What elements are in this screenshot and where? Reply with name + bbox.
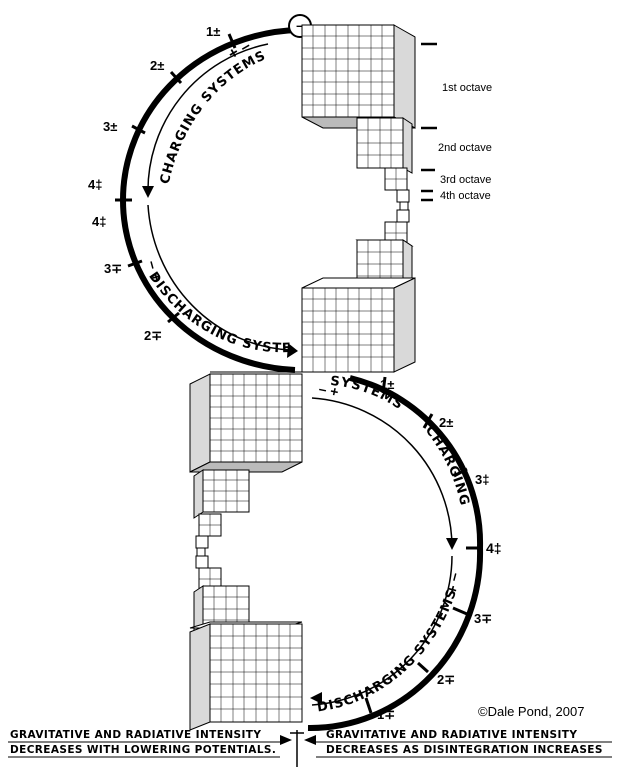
bottom-discharging-label: DISCHARGING SYSTEMS — [316, 587, 460, 716]
top-cube-2nd — [356, 117, 413, 174]
top-charge-arrow — [142, 186, 154, 198]
bottom-cube-4th — [195, 535, 209, 569]
bottom-big-cube-upper — [189, 371, 303, 473]
marker-bottom-1: 1± — [380, 377, 394, 392]
top-cube-4th — [396, 189, 410, 223]
bottom-outer-arc — [307, 375, 484, 732]
octave-markers — [421, 42, 437, 202]
marker-top-3: 3± — [103, 119, 117, 134]
top-big-cube-upper — [301, 24, 416, 129]
left-caption-line1: GRAVITATIVE AND RADIATIVE INTENSITY — [10, 729, 261, 741]
bottom-arc: SYSTEMS – + CHARGING DISCHARGING SYSTEMS… — [307, 374, 502, 732]
marker-top-3m: 3∓ — [104, 261, 122, 276]
marker-bottom-3m: 3∓ — [474, 611, 492, 626]
marker-bottom-1m: 1∓ — [377, 707, 395, 722]
bottom-captions: GRAVITATIVE AND RADIATIVE INTENSITY DECR… — [8, 729, 612, 767]
bottom-cube-2nd — [193, 469, 250, 519]
right-caption-arrow — [304, 735, 316, 745]
top-big-cube-lower — [301, 277, 416, 373]
bottom-charge-arrow — [446, 538, 458, 550]
marker-top-2: 2± — [150, 58, 164, 73]
top-charging-label: CHARGING SYSTEMS — [158, 48, 269, 185]
bottom-discharging-signs: – + — [443, 571, 465, 596]
marker-top-2m: 2∓ — [144, 328, 162, 343]
top-inner-arc-lower — [147, 204, 291, 351]
top-cube-3rd — [384, 167, 408, 191]
bottom-discharge-arrow — [310, 692, 322, 704]
bottom-inner-arc-upper — [311, 397, 453, 549]
bottom-inner-arc-lower — [311, 555, 453, 706]
octave-label-4th: 4th octave — [440, 190, 491, 202]
top-outer-arc — [119, 27, 301, 373]
top-discharging-signs: – + — [143, 259, 165, 284]
top-inner-arc-upper — [147, 43, 269, 196]
credit-text: ©Dale Pond, 2007 — [478, 704, 584, 719]
left-caption-line2: DECREASES WITH LOWERING POTENTIALS. — [10, 744, 276, 756]
octave-label-2nd: 2nd octave — [438, 142, 492, 154]
marker-bottom-2: 2± — [439, 415, 453, 430]
bottom-cube-3rd-lower — [198, 567, 222, 591]
octave-label-3rd: 3rd octave — [440, 174, 491, 186]
octave-label-1st: 1st octave — [442, 82, 492, 94]
top-node-symbol: – — [296, 17, 304, 33]
marker-top-1: 1± — [206, 24, 220, 39]
marker-bottom-4: 4‡ — [486, 540, 502, 556]
bottom-cube-3rd — [198, 513, 222, 537]
marker-top-4b: 4‡ — [92, 214, 106, 229]
bottom-big-cube-lower — [189, 621, 303, 731]
right-caption-line1: GRAVITATIVE AND RADIATIVE INTENSITY — [326, 729, 577, 741]
left-caption-arrow — [280, 735, 292, 745]
bottom-cube-stack — [189, 371, 303, 731]
top-arc: – CHARGING SYSTEMS + – DISCHARGING SYSTE… — [0, 0, 312, 373]
bottom-systems-signs: – + — [317, 380, 340, 400]
top-cube-stack — [301, 24, 416, 373]
top-discharge-arrow — [287, 343, 298, 358]
right-caption-line2: DECREASES AS DISINTEGRATION INCREASES — [326, 744, 603, 756]
bottom-systems-label: SYSTEMS — [330, 374, 407, 413]
marker-bottom-3: 3‡ — [475, 472, 489, 487]
marker-top-4a: 4‡ — [88, 177, 102, 192]
marker-bottom-2m: 2∓ — [437, 672, 455, 687]
